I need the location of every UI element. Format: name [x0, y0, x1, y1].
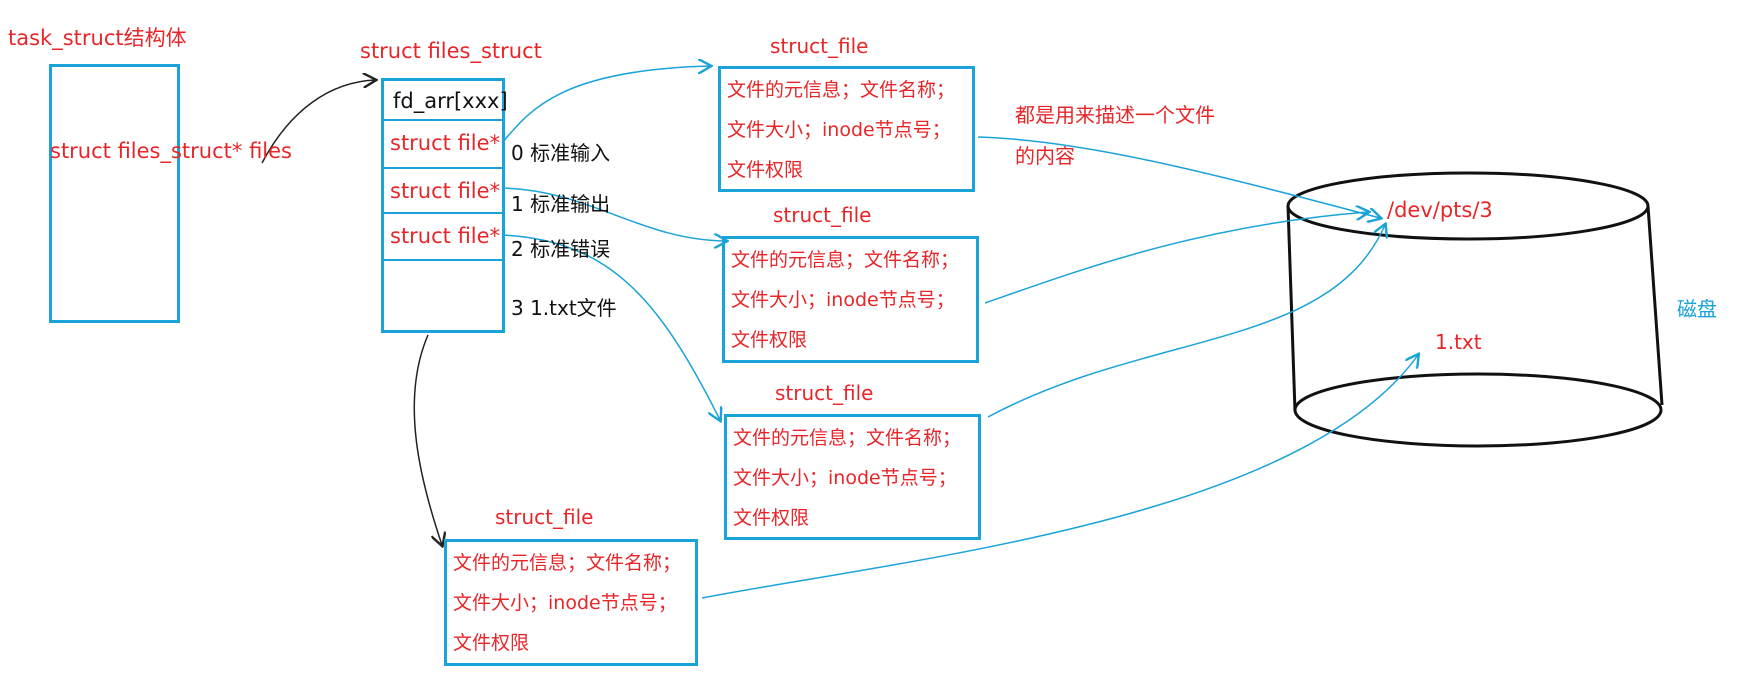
arrow-file4-to-txt — [701, 355, 1418, 599]
struct-file-1-box: 文件的元信息；文件名称； 文件大小；inode节点号； 文件权限 — [718, 66, 975, 192]
fd-slot-1-label: struct file* — [390, 179, 501, 203]
disk-dev-pts-label: /dev/pts/3 — [1387, 198, 1493, 222]
disk-bottom-ellipse — [1293, 372, 1663, 448]
arrow-fd3-to-file4 — [413, 334, 442, 545]
struct-file-4-title: struct_file — [495, 505, 594, 529]
struct-file-4-line-1: 文件的元信息；文件名称； — [453, 552, 682, 574]
fd-label-2: 2 标准错误 — [511, 237, 611, 261]
struct-file-4-line-2: 文件大小；inode节点号； — [453, 592, 677, 614]
files-struct-box: fd_arr[xxx] struct file* struct file* st… — [381, 78, 508, 333]
task-struct-box — [49, 64, 180, 323]
struct-file-3-title: struct_file — [775, 381, 874, 405]
struct-file-3-line-2: 文件大小；inode节点号； — [733, 467, 957, 489]
fd-slot-0: struct file* — [384, 119, 502, 167]
struct-file-1-line-1: 文件的元信息；文件名称； — [727, 79, 956, 101]
struct-file-3-line-3: 文件权限 — [733, 507, 810, 529]
note-line-2: 的内容 — [1015, 144, 1075, 168]
fd-slot-2-label: struct file* — [390, 224, 501, 248]
struct-file-1-line-2: 文件大小；inode节点号； — [727, 119, 951, 141]
arrow-file3-to-dev — [987, 225, 1385, 418]
disk-left-side — [1286, 205, 1297, 412]
struct-file-2-line-2: 文件大小；inode节点号； — [731, 289, 955, 311]
struct-file-1-line-3: 文件权限 — [727, 159, 804, 181]
files-struct-title: struct files_struct — [360, 39, 542, 63]
arrow-file2-to-dev — [984, 212, 1368, 304]
note-line-1: 都是用来描述一个文件 — [1015, 103, 1215, 127]
struct-file-2-title: struct_file — [773, 203, 872, 227]
struct-file-4-line-3: 文件权限 — [453, 632, 530, 654]
struct-file-4-box: 文件的元信息；文件名称； 文件大小；inode节点号； 文件权限 — [444, 539, 698, 666]
disk-file-label: 1.txt — [1435, 330, 1482, 354]
arrow-fd0-to-file1 — [501, 66, 710, 144]
struct-file-2-line-3: 文件权限 — [731, 329, 808, 351]
arrow-task-to-files — [261, 80, 375, 164]
struct-file-3-box: 文件的元信息；文件名称； 文件大小；inode节点号； 文件权限 — [724, 414, 981, 540]
disk-label: 磁盘 — [1677, 297, 1717, 321]
struct-file-3-line-1: 文件的元信息；文件名称； — [733, 427, 962, 449]
fd-slot-3 — [384, 259, 502, 333]
fd-label-0: 0 标准输入 — [511, 141, 611, 165]
arrow-fd1-to-file2 — [501, 187, 726, 241]
arrow-fd2-to-file3 — [501, 234, 720, 420]
task-struct-files-field: struct files_struct* files — [50, 139, 292, 163]
disk-right-side — [1646, 205, 1664, 406]
disk-cylinder — [1286, 171, 1664, 448]
fd-label-3: 3 1.txt文件 — [511, 296, 617, 320]
task-struct-title: task_struct结构体 — [8, 26, 187, 50]
fd-label-1: 1 标准输出 — [511, 192, 611, 216]
fd-array-header: fd_arr[xxx] — [393, 89, 508, 113]
struct-file-1-title: struct_file — [770, 34, 869, 58]
fd-slot-1: struct file* — [384, 167, 502, 212]
struct-file-2-line-1: 文件的元信息；文件名称； — [731, 249, 960, 271]
fd-slot-0-label: struct file* — [390, 131, 501, 155]
struct-file-2-box: 文件的元信息；文件名称； 文件大小；inode节点号； 文件权限 — [722, 236, 979, 363]
arrow-file1-to-dev — [977, 136, 1380, 218]
fd-slot-2: struct file* — [384, 212, 502, 259]
